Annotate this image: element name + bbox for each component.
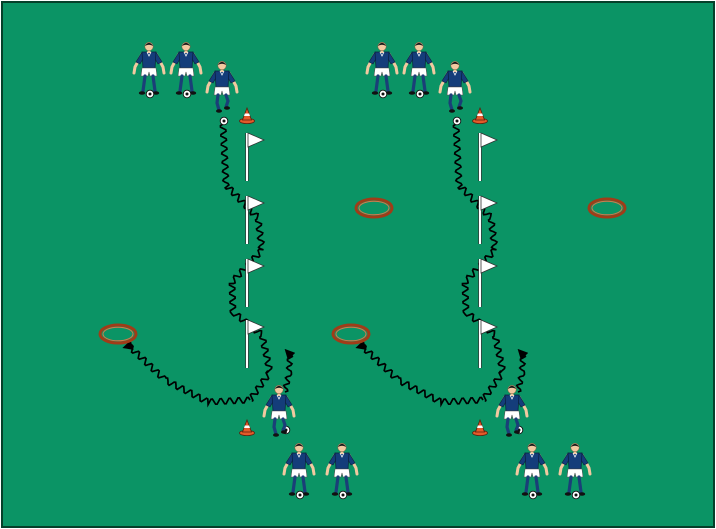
soccer-ball-icon xyxy=(416,90,424,98)
soccer-ball-icon xyxy=(220,117,228,125)
soccer-ball-icon xyxy=(379,90,387,98)
soccer-ball-icon xyxy=(146,90,154,98)
soccer-ball-icon xyxy=(529,491,537,499)
soccer-ball-icon xyxy=(339,491,347,499)
soccer-ball-icon xyxy=(296,491,304,499)
soccer-ball-icon xyxy=(572,491,580,499)
soccer-ball-icon xyxy=(453,117,461,125)
soccer-ball-icon xyxy=(183,90,191,98)
